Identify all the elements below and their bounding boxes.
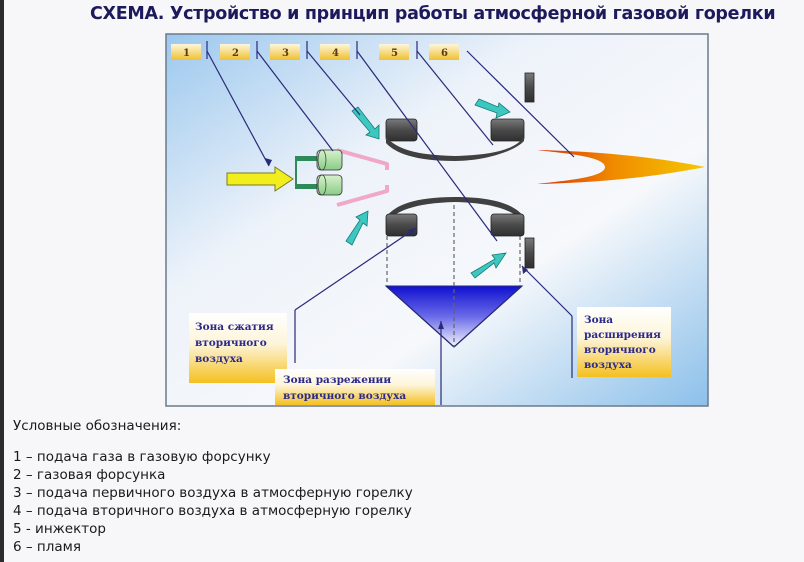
dashed-guides [386,198,521,347]
legend-title: Условные обозначения: [13,418,182,434]
leader-lines [206,50,575,405]
zone-compression-box: Зона сжатия вторичного воздуха [189,313,287,383]
number-tag-4: 4 [320,41,358,60]
legend-item-5: 5 - инжектор [13,521,106,537]
legend-item-4: 4 – подача вторичного воздуха в атмосфер… [13,503,412,519]
number-tag-4-label: 4 [332,48,339,59]
number-tag-3: 3 [270,41,308,60]
zone-expansion-line-3: вторичного [584,344,656,356]
gas-nozzle [295,149,343,196]
injector-cone [336,148,389,207]
number-tag-2-label: 2 [232,48,239,59]
number-tag-3-label: 3 [282,48,289,59]
number-tag-5: 5 [379,41,418,60]
gas-supply-arrow [226,166,294,192]
secondary-air-arrow-upper [474,98,511,119]
zone-compression-line-1: Зона сжатия [195,321,274,333]
zone-rarefaction-line-1: Зона разрежении [283,374,391,386]
number-tag-6: 6 [429,44,459,60]
primary-air-arrow-lower [345,210,369,246]
zone-rarefaction-line-2: вторичного воздуха [283,390,406,402]
page-title: СХЕМА. Устройство и принцип работы атмос… [90,4,776,24]
zone-expansion-box: Зона расширения вторичного воздуха [577,307,671,377]
number-tags: 1 2 3 4 [171,41,459,60]
legend-item-6: 6 – пламя [13,539,81,555]
number-tag-6-label: 6 [441,48,448,59]
air-plate-upper [524,72,535,103]
number-tag-1: 1 [171,41,208,60]
flame [537,150,705,184]
page: СХЕМА. Устройство и принцип работы атмос… [4,0,804,562]
air-plate-lower [524,237,535,269]
leader-arrowheads [265,158,528,329]
air-arrows [345,98,511,279]
legend-item-1: 1 – подача газа в газовую форсунку [13,449,271,465]
legend-item-3: 3 – подача первичного воздуха в атмосфер… [13,485,413,501]
burner-body-upper [385,118,525,161]
secondary-air-arrow-lower [470,252,507,279]
legend: Условные обозначения: 1 – подача газа в … [13,418,613,556]
number-tag-1-label: 1 [183,48,190,59]
burner-body-lower [385,197,525,237]
zone-compression-line-2: вторичного [195,337,267,349]
zone-expansion-line-4: воздуха [584,359,632,371]
number-tag-5-label: 5 [391,48,398,59]
number-tag-2: 2 [220,41,258,60]
zone-expansion-line-2: расширения [584,329,661,341]
legend-item-2: 2 – газовая форсунка [13,467,166,483]
burner-diagram: 1 2 3 4 [165,33,709,407]
primary-air-arrow-upper [351,106,380,140]
zone-compression-line-3: воздуха [195,353,243,365]
zone-expansion-line-1: Зона [584,314,613,326]
zone-rarefaction-box: Зона разрежении вторичного воздуха [275,369,435,405]
